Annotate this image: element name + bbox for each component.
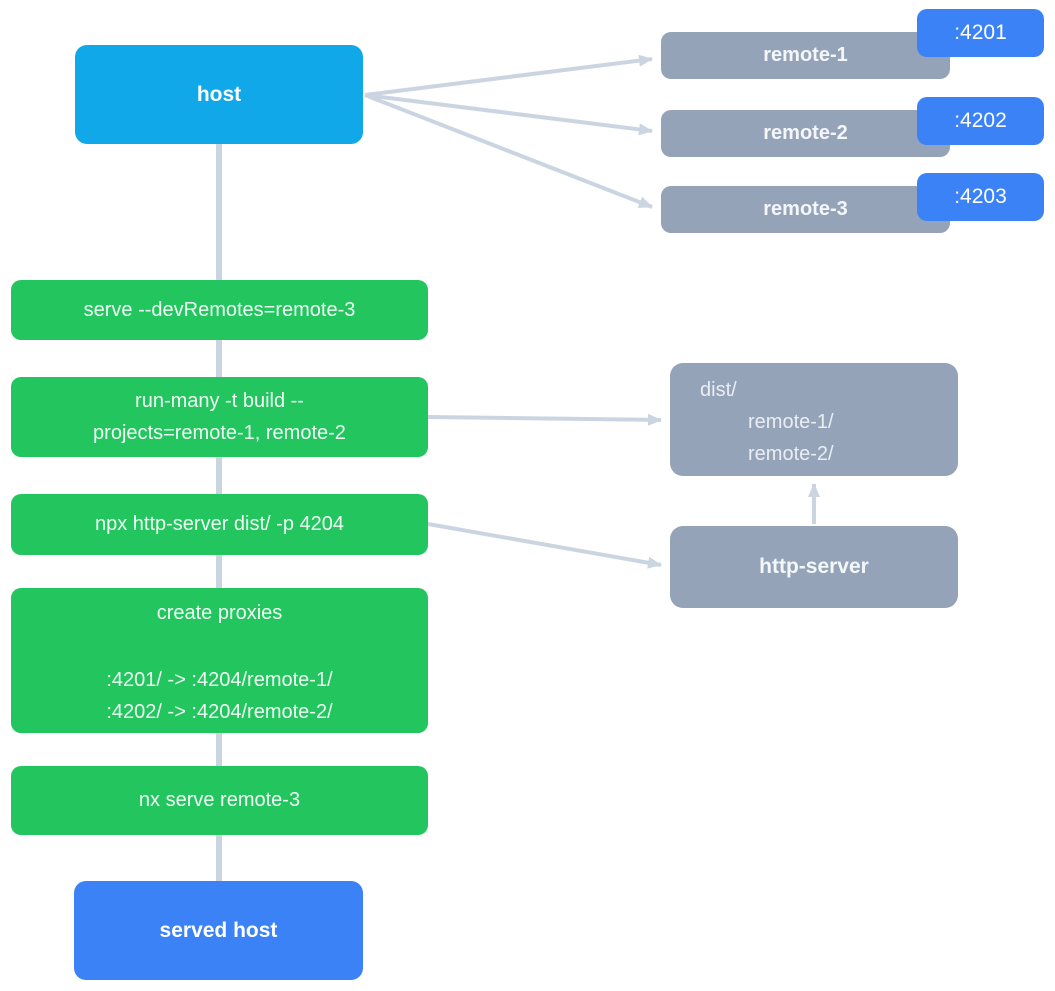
dist-folder-node: dist/ remote-1/ remote-2/ xyxy=(670,363,958,476)
host-node: host xyxy=(75,45,363,144)
http-server-node: http-server xyxy=(670,526,958,608)
remote-2-node: remote-2 xyxy=(661,110,950,157)
proxy-mappings: :4201/ -> :4204/remote-1/ :4202/ -> :420… xyxy=(106,664,332,728)
proxy-mapping-4201: :4201/ -> :4204/remote-1/ xyxy=(106,669,333,691)
remote-1-label: remote-1 xyxy=(763,44,848,66)
host-to-remote-2-arrow xyxy=(364,93,653,136)
http-server-label: http-server xyxy=(759,555,869,578)
port-4201-label: :4201 xyxy=(954,21,1007,44)
dist-remote-1-line: remote-1/ xyxy=(748,411,834,433)
command-serve-dev-remotes: serve --devRemotes=remote-3 xyxy=(11,280,428,340)
remote-1-node: remote-1 xyxy=(661,32,950,79)
remote-3-label: remote-3 xyxy=(763,198,848,220)
remote-2-label: remote-2 xyxy=(763,122,848,144)
remote-3-node: remote-3 xyxy=(661,186,950,233)
host-label: host xyxy=(196,82,242,106)
command-run-many-line-1: run-many -t build -- xyxy=(135,390,304,412)
port-badge-4203: :4203 xyxy=(917,173,1044,221)
host-to-remote-3-arrow xyxy=(364,93,653,209)
command-create-proxies: create proxies :4201/ -> :4204/remote-1/… xyxy=(11,588,428,733)
dist-remote-2-line: remote-2/ xyxy=(748,443,834,465)
command-npx-label: npx http-server dist/ -p 4204 xyxy=(94,513,344,535)
command-serve-label: serve --devRemotes=remote-3 xyxy=(83,298,356,321)
command-nx-serve-label: nx serve remote-3 xyxy=(138,789,301,811)
run-many-to-dist-arrow xyxy=(427,413,662,426)
port-4203-label: :4203 xyxy=(954,185,1007,208)
command-run-many-build: run-many -t build -- projects=remote-1, … xyxy=(11,377,428,457)
npx-to-http-server-arrow xyxy=(427,522,662,569)
create-proxies-title: create proxies xyxy=(156,602,283,624)
port-badge-4201: :4201 xyxy=(917,9,1044,57)
command-run-many-line-2: projects=remote-1, remote-2 xyxy=(93,422,346,444)
proxy-mapping-4202: :4202/ -> :4204/remote-2/ xyxy=(106,701,333,723)
port-4202-label: :4202 xyxy=(954,109,1007,132)
port-badge-4202: :4202 xyxy=(917,97,1044,145)
command-nx-serve-remote-3: nx serve remote-3 xyxy=(11,766,428,835)
dist-root-line: dist/ xyxy=(700,379,737,401)
served-host-node: served host xyxy=(74,881,363,980)
served-host-label: served host xyxy=(159,918,278,942)
command-npx-http-server: npx http-server dist/ -p 4204 xyxy=(11,494,428,555)
host-to-remote-1-arrow xyxy=(364,54,653,97)
